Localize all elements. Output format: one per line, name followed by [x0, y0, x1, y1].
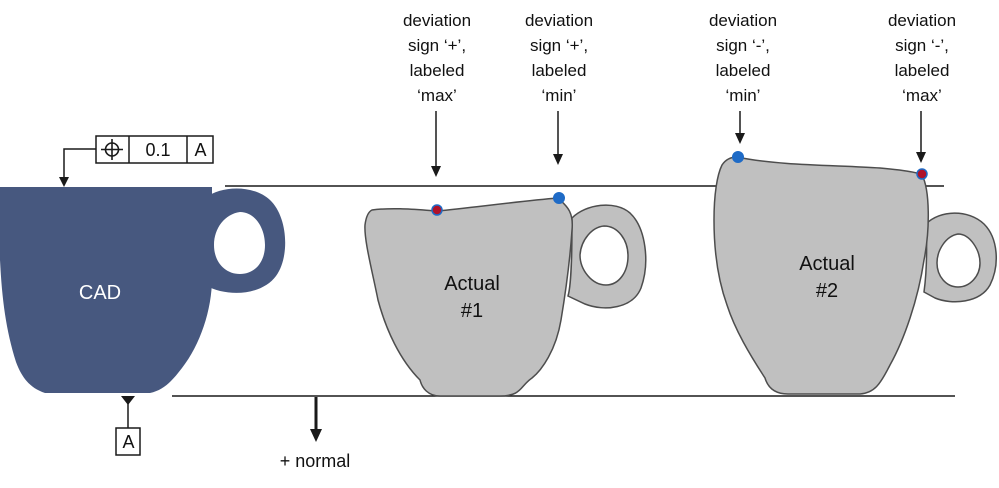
deviation-point-4	[916, 168, 928, 180]
cad-mug	[0, 187, 286, 393]
annotation-4-line3: labeled	[894, 61, 950, 80]
datum-triangle	[121, 396, 135, 405]
annotation-1-line1: deviation	[402, 11, 472, 30]
fcf-tolerance-value: 0.1	[145, 140, 171, 160]
normal-label: + normal	[279, 451, 351, 471]
actual-2-mug	[713, 156, 997, 395]
datum-label: A	[122, 432, 135, 452]
deviation-point-1	[431, 204, 443, 216]
cad-mug-body	[0, 187, 212, 393]
normal-arrow-head	[310, 429, 322, 442]
annotation-1: deviation sign ‘+’, labeled ‘max’	[387, 12, 487, 112]
annotation-4-line2: sign ‘-’,	[895, 36, 949, 55]
arrow-4-head	[916, 152, 926, 163]
fcf-leader-arrowhead	[59, 177, 69, 187]
datum-feature-symbol	[115, 396, 141, 456]
annotation-1-line3: labeled	[409, 61, 465, 80]
deviation-point-3	[732, 151, 744, 163]
actual-1-mug-body	[364, 197, 574, 397]
actual-1-label-line1: Actual	[444, 273, 500, 295]
annotation-2: deviation sign ‘+’, labeled ‘min’	[509, 12, 609, 112]
annotation-3: deviation sign ‘-’, labeled ‘min’	[693, 12, 793, 112]
actual-1-mug	[364, 197, 647, 397]
annotation-1-line4: ‘max’	[417, 86, 457, 105]
fcf-leader-line	[63, 148, 96, 178]
annotation-1-line2: sign ‘+’,	[407, 36, 467, 55]
actual-2-mug-body	[713, 156, 929, 395]
annotation-4: deviation sign ‘-’, labeled ‘max’	[872, 12, 972, 112]
annotation-3-line1: deviation	[708, 11, 778, 30]
actual-1-label-line2: #1	[460, 300, 484, 322]
actual-1-label: Actual #1	[422, 271, 522, 325]
arrow-2-head	[553, 154, 563, 165]
annotation-2-line1: deviation	[524, 11, 594, 30]
annotation-2-line3: labeled	[531, 61, 587, 80]
cad-mug-handle	[205, 188, 286, 293]
actual-2-label: Actual #2	[777, 251, 877, 305]
position-icon	[101, 139, 123, 160]
annotation-2-line2: sign ‘+’,	[529, 36, 589, 55]
actual-2-mug-handle	[923, 212, 997, 303]
arrow-1-head	[431, 166, 441, 177]
annotation-4-line1: deviation	[887, 11, 957, 30]
cad-label: CAD	[78, 282, 122, 304]
actual-2-label-line2: #2	[815, 280, 839, 302]
arrow-3-head	[735, 133, 745, 144]
annotation-4-line4: ‘max’	[902, 86, 942, 105]
annotation-3-line3: labeled	[715, 61, 771, 80]
fcf-datum-reference: A	[194, 140, 207, 160]
annotation-3-line2: sign ‘-’,	[716, 36, 770, 55]
datum-box	[115, 427, 141, 456]
actual-2-label-line1: Actual	[799, 253, 855, 275]
feature-control-frame	[59, 135, 214, 187]
annotation-arrows	[431, 111, 926, 177]
normal-arrow	[310, 397, 322, 442]
annotation-2-line4: ‘min’	[541, 86, 577, 105]
annotation-3-line4: ‘min’	[725, 86, 761, 105]
actual-1-mug-handle	[567, 204, 647, 309]
deviation-point-2	[553, 192, 565, 204]
